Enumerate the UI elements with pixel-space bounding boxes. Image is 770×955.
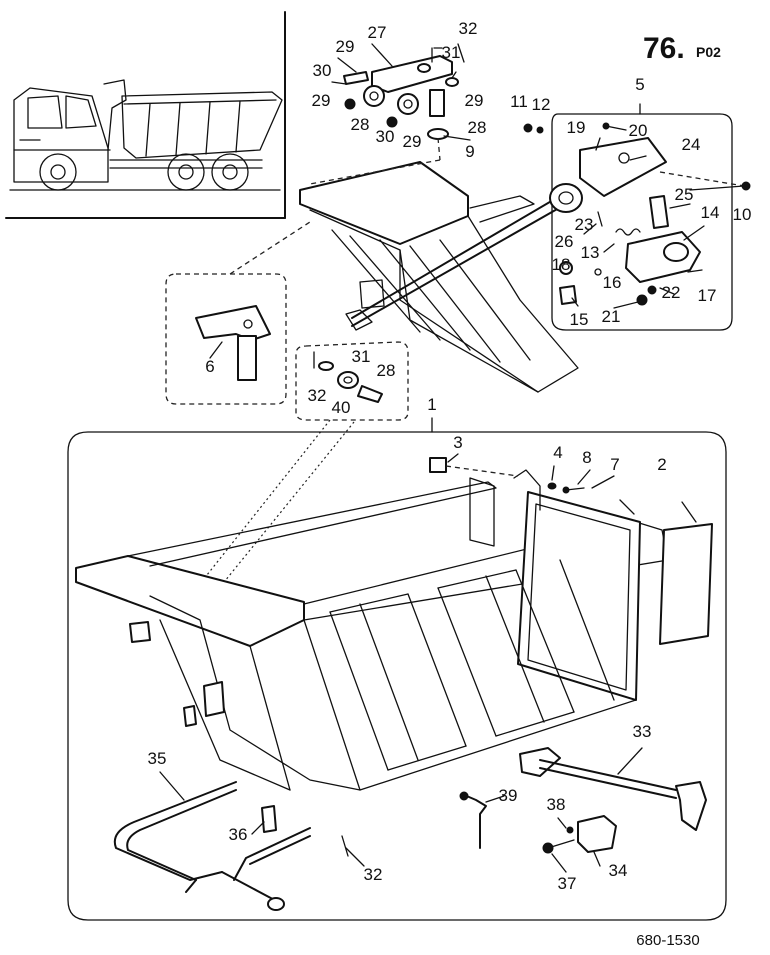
upper-body-sketch <box>299 161 579 393</box>
callout-c28a: 28 <box>351 115 370 134</box>
callout-c9: 9 <box>465 142 474 161</box>
callout-c31a: 31 <box>442 43 461 62</box>
callout-c29b: 29 <box>312 91 331 110</box>
callout-c10: 10 <box>733 205 752 224</box>
callout-c16: 16 <box>603 273 622 292</box>
callout-c7: 7 <box>610 455 619 474</box>
callout-c28c: 28 <box>377 361 396 380</box>
callout-c24: 24 <box>682 135 701 154</box>
callout-c1: 1 <box>427 395 436 414</box>
callout-c37: 37 <box>558 874 577 893</box>
group-5-detail-panel <box>523 103 751 331</box>
main-tipper-body <box>75 457 713 791</box>
leader-lines <box>159 43 705 873</box>
callout-c23: 23 <box>575 215 594 234</box>
callout-c38: 38 <box>547 795 566 814</box>
callout-c21: 21 <box>602 307 621 326</box>
callout-c3: 3 <box>453 433 462 452</box>
callout-c32b: 32 <box>308 386 327 405</box>
callout-c19: 19 <box>567 118 586 137</box>
callout-c34: 34 <box>609 861 628 880</box>
group-6-detail-panel <box>165 221 311 405</box>
callout-c4: 4 <box>553 443 562 462</box>
callout-c30b: 30 <box>376 127 395 146</box>
page-number-suffix: P02 <box>696 44 721 60</box>
callout-c30a: 30 <box>313 61 332 80</box>
callout-c17: 17 <box>698 286 717 305</box>
callout-c2: 2 <box>657 455 666 474</box>
callout-c6: 6 <box>205 357 214 376</box>
lower-parts <box>113 747 707 911</box>
callout-c22: 22 <box>662 283 681 302</box>
page-number: 76. P02 <box>643 32 721 65</box>
callout-c32a: 32 <box>459 19 478 38</box>
callout-c35: 35 <box>148 749 167 768</box>
callout-c33: 33 <box>633 722 652 741</box>
callout-c18: 18 <box>552 255 571 274</box>
drawing-code: 680-1530 <box>636 932 699 949</box>
callout-c39: 39 <box>499 786 518 805</box>
callout-c28b: 28 <box>468 118 487 137</box>
callout-c14: 14 <box>701 203 720 222</box>
callout-c20: 20 <box>629 121 648 140</box>
callout-c27: 27 <box>368 23 387 42</box>
callout-c11: 11 <box>510 92 528 111</box>
callout-c8: 8 <box>582 448 591 467</box>
callout-c29d: 29 <box>403 132 422 151</box>
callout-c13: 13 <box>581 243 600 262</box>
callout-c40: 40 <box>332 398 351 417</box>
callout-c29c: 29 <box>465 91 484 110</box>
callout-c32c: 32 <box>364 865 383 884</box>
callout-c29a: 29 <box>336 37 355 56</box>
callout-c15: 15 <box>570 310 589 329</box>
page-number-main: 76. <box>643 32 685 65</box>
truck-inset <box>5 11 286 219</box>
hinge-assembly-top <box>309 43 465 185</box>
callout-c36: 36 <box>229 825 248 844</box>
callout-c5: 5 <box>635 75 644 94</box>
callout-c25: 25 <box>675 185 694 204</box>
callout-c31b: 31 <box>352 347 371 366</box>
main-group-frame <box>67 417 727 921</box>
callout-c12: 12 <box>532 95 551 114</box>
callout-c26: 26 <box>555 232 574 251</box>
